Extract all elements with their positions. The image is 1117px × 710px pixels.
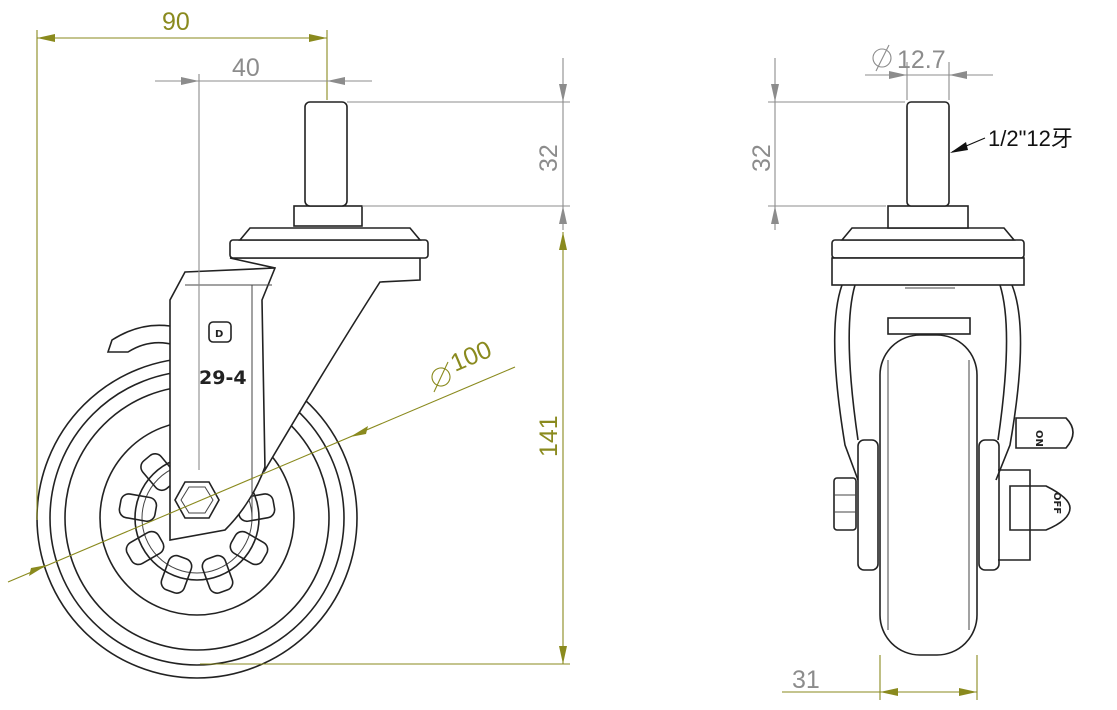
thread-note-label: 1/2"12牙 — [988, 126, 1073, 151]
dim-label-32-side: 32 — [748, 144, 776, 172]
svg-text:D: D — [215, 329, 223, 340]
side-top-plate — [831, 205, 1025, 286]
dim-label-141: 141 — [535, 415, 563, 457]
brake-label-off: OFF — [1051, 492, 1062, 514]
diameter-symbol-front — [431, 361, 451, 393]
side-view: ON OFF 12.7 — [748, 44, 1074, 700]
side-fork — [833, 284, 1022, 481]
dim-wheel-width: 31 — [782, 655, 978, 700]
side-axle-nut — [833, 477, 857, 531]
brand-logo: D — [208, 321, 232, 343]
dim-stem-diameter: 12.7 — [865, 44, 993, 100]
dim-stem-length-side: 32 — [748, 58, 905, 230]
dim-label-90: 90 — [162, 8, 190, 36]
side-threaded-stem — [906, 101, 950, 207]
dim-stem-length-front: 32 — [347, 58, 570, 230]
dim-label-12-7: 12.7 — [897, 46, 946, 74]
brake-label-on: ON — [1033, 430, 1044, 447]
threaded-stem — [304, 101, 348, 207]
top-plate — [229, 205, 429, 259]
brake-pedal: ON OFF — [998, 417, 1074, 561]
dim-label-32-front: 32 — [535, 144, 563, 172]
dim-overall-height: 141 — [200, 232, 570, 665]
side-wheel — [857, 334, 1000, 656]
dim-offset: 40 — [155, 54, 372, 470]
thread-note: 1/2"12牙 — [950, 126, 1073, 153]
dim-label-100: 100 — [446, 335, 495, 377]
model-mark: 29-4 — [199, 367, 247, 389]
dim-label-40: 40 — [232, 54, 260, 82]
diameter-symbol-side — [872, 44, 892, 72]
dim-overall-width: 90 — [36, 8, 328, 520]
dim-label-31: 31 — [792, 666, 820, 694]
fork-arm — [229, 257, 421, 473]
front-view: D 29-4 90 40 32 — [7, 8, 570, 679]
